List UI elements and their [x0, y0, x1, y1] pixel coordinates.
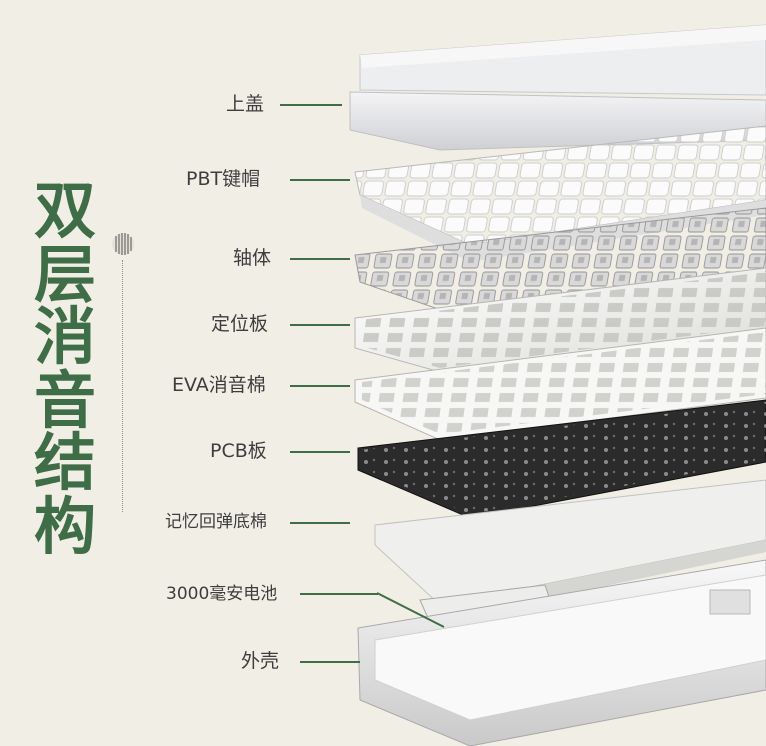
- label-top-cover: 上盖: [226, 93, 265, 115]
- title-char-1: 双: [33, 174, 96, 247]
- label-bottom-foam: 记忆回弹底棉: [165, 512, 267, 532]
- label-switches: 轴体: [233, 247, 272, 269]
- title-char-4: 音: [33, 364, 96, 437]
- label-pcb: PCB板: [210, 440, 267, 462]
- leader-eva-foam: [290, 385, 350, 387]
- leader-bottom-foam: [290, 522, 350, 524]
- label-eva-foam: EVA消音棉: [172, 374, 266, 396]
- dotted-divider: [122, 260, 123, 512]
- leader-battery: [300, 593, 378, 595]
- title-char-3: 消: [33, 300, 96, 373]
- stripe-decoration: [112, 233, 134, 255]
- leader-keycaps: [290, 179, 350, 181]
- leader-case: [300, 661, 360, 663]
- label-plate: 定位板: [211, 313, 269, 335]
- leader-plate: [290, 324, 350, 326]
- leader-top-cover: [280, 104, 342, 106]
- label-battery: 3000毫安电池: [166, 584, 278, 604]
- label-case: 外壳: [241, 650, 280, 672]
- title-char-5: 结: [33, 426, 96, 499]
- leader-battery-diagonal: [376, 592, 445, 628]
- label-keycaps: PBT键帽: [186, 168, 261, 190]
- title-char-6: 构: [33, 490, 96, 563]
- leader-pcb: [290, 451, 350, 453]
- pcb-layer: [357, 399, 766, 519]
- leader-switches: [290, 258, 350, 260]
- title-char-2: 层: [33, 238, 96, 311]
- case-layer: [357, 559, 766, 746]
- top-cover-layer: [349, 24, 766, 151]
